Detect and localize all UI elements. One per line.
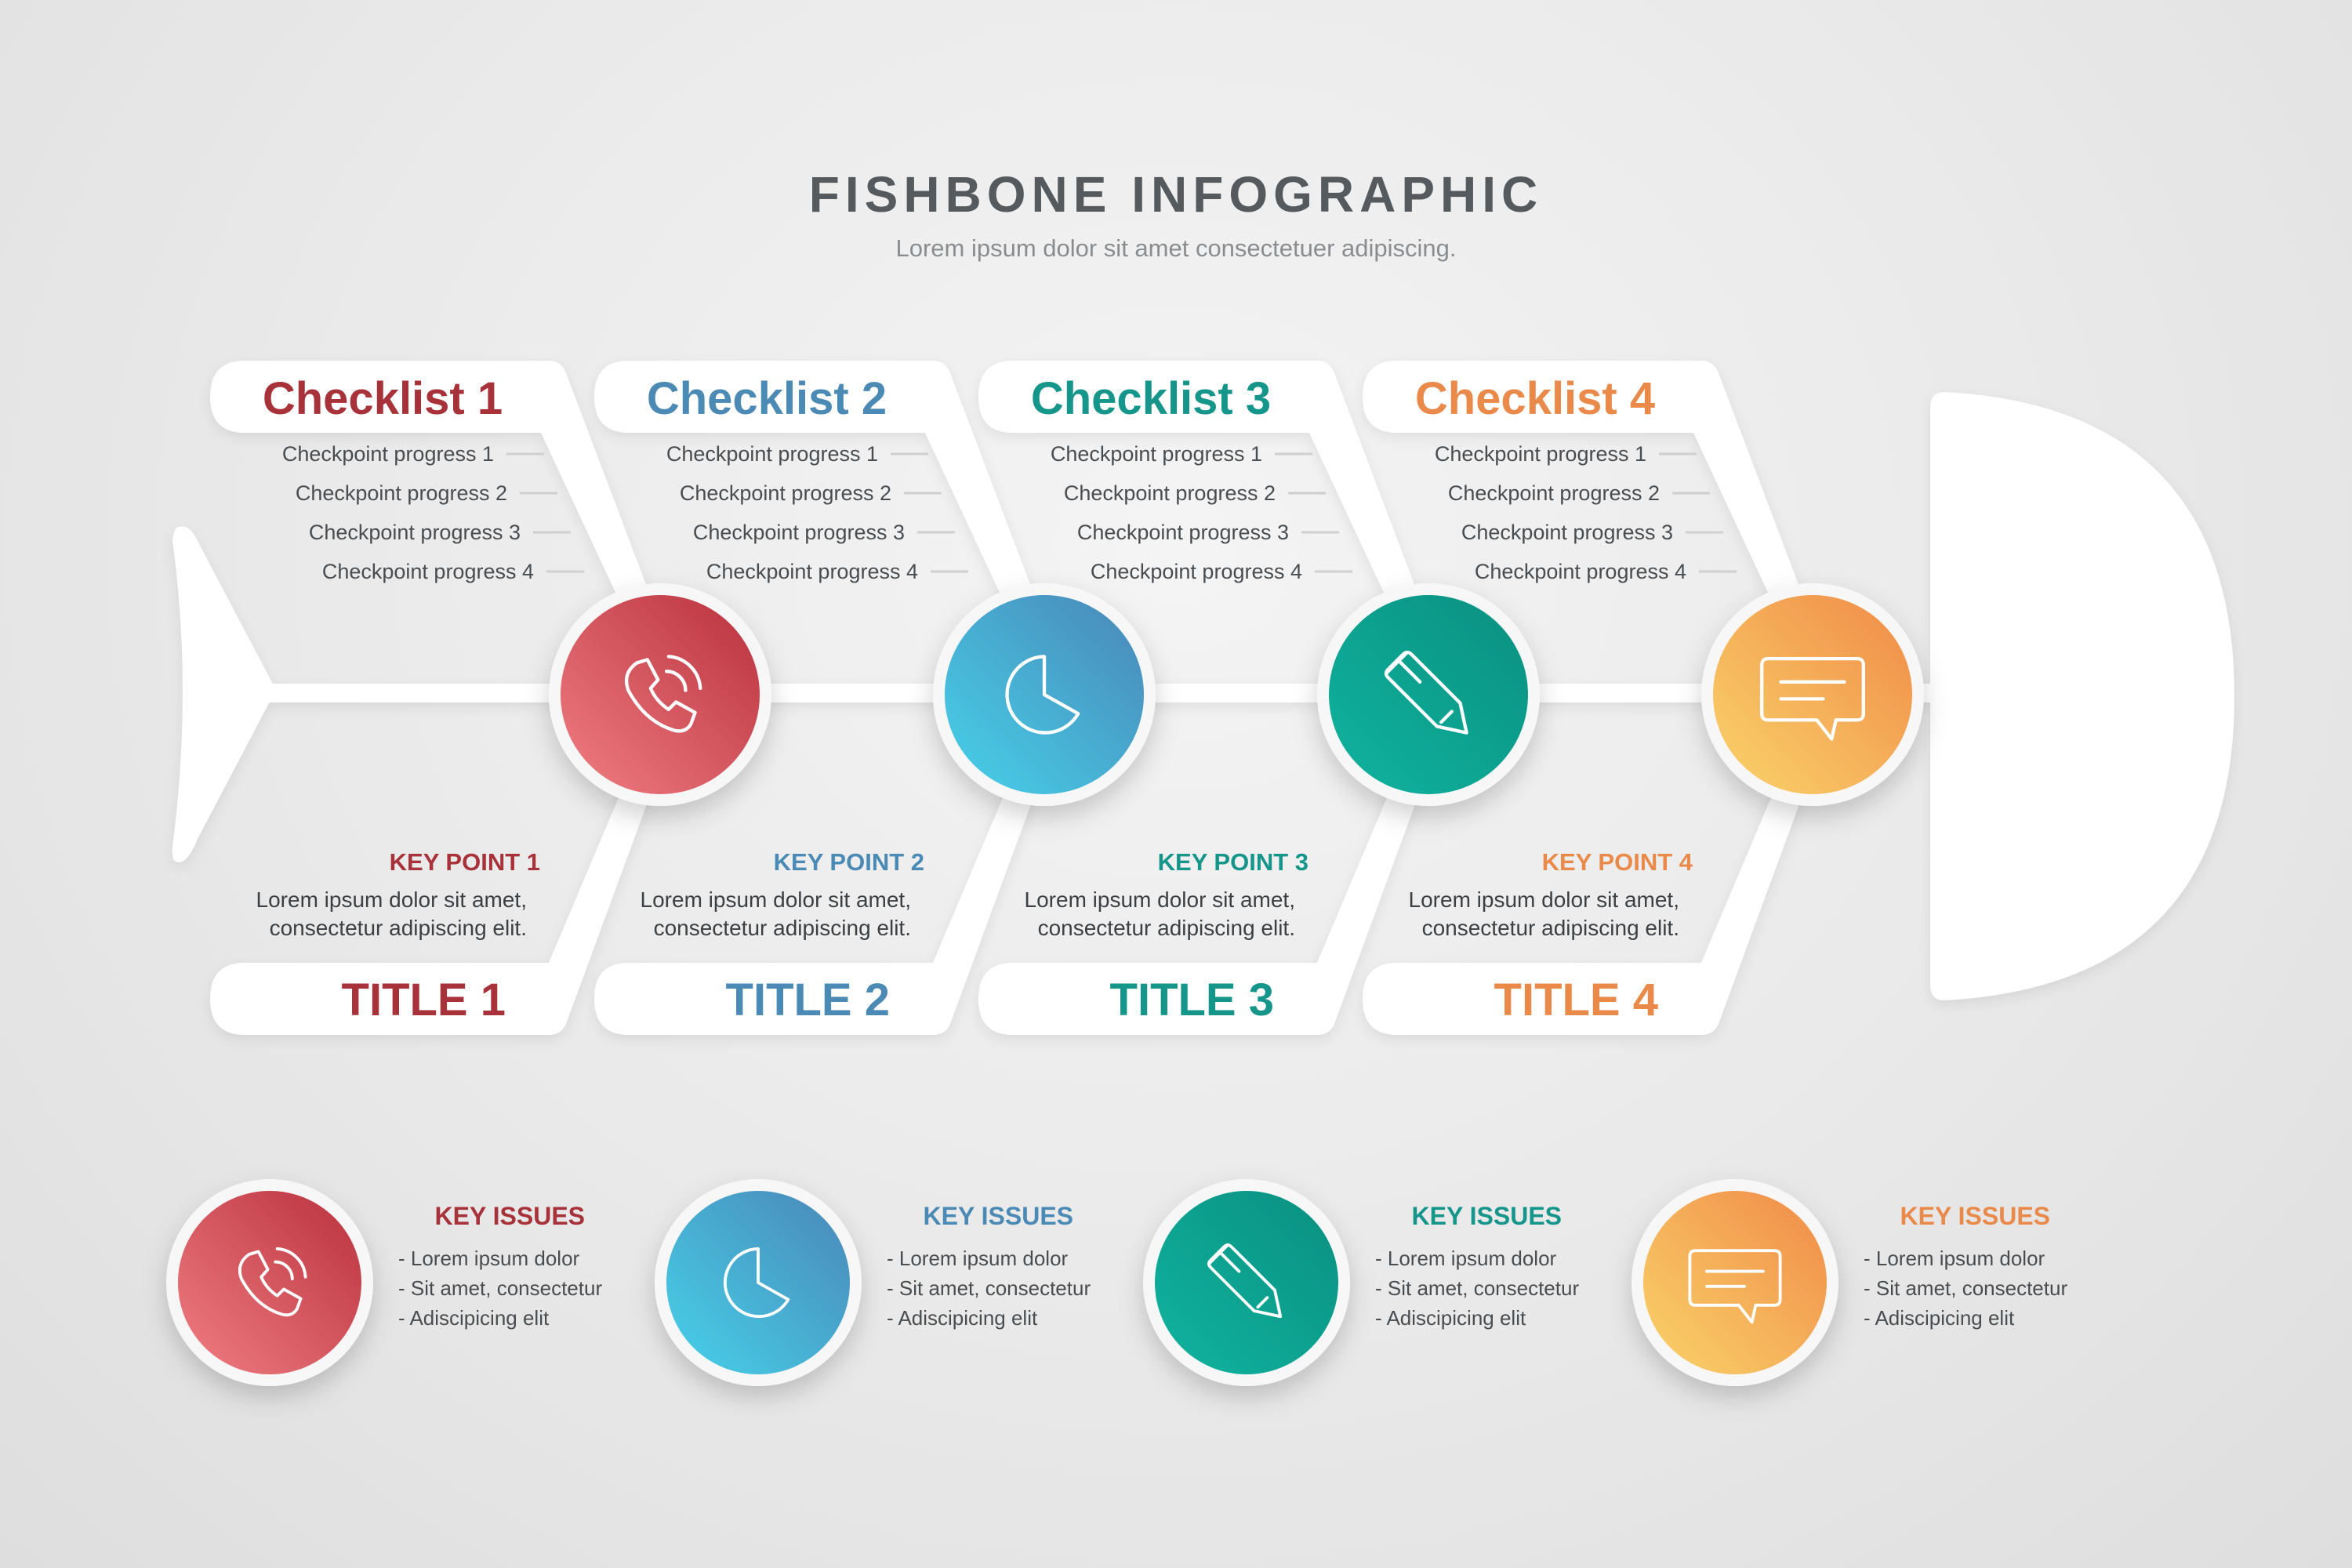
checkpoint-item: Checkpoint progress 3 [1461,521,1673,544]
key-point-text: consectetur adipiscing elit. [1038,916,1295,940]
lower-bone [594,698,1070,1035]
upper-bone [1363,361,1838,690]
key-issue-item: - Lorem ipsum dolor [398,1247,580,1270]
checkpoint-item: Checkpoint progress 1 [666,442,878,466]
icon-disc [1643,1191,1827,1374]
key-issues-title: KEY ISSUES [924,1202,1073,1230]
checkpoint-item: Checkpoint progress 4 [706,560,918,583]
key-issue-item: - Adiscipicing elit [1864,1306,2015,1330]
pie-chart-icon [723,1247,790,1319]
pie-chart-icon [1005,655,1080,735]
key-issues-card-4: KEY ISSUES - Lorem ipsum dolor - Sit amet,… [1632,1179,2067,1386]
checkpoint-item: Checkpoint progress 1 [282,442,494,466]
checkpoint-item: Checkpoint progress 2 [680,481,891,505]
icon-disc [561,595,760,794]
checkpoint-item: Checkpoint progress 1 [1435,442,1646,466]
key-point-text: consectetur adipiscing elit. [1422,916,1679,940]
checkpoint-item: Checkpoint progress 2 [1064,481,1276,505]
phone-icon [624,655,702,733]
key-issues-title: KEY ISSUES [1900,1202,2050,1230]
checkpoint-item: Checkpoint progress 4 [1475,560,1686,583]
section-title: TITLE 3 [1110,975,1274,1025]
key-issue-item: - Lorem ipsum dolor [1375,1247,1557,1270]
checklist-title: Checklist 4 [1415,373,1655,424]
pencil-icon [1207,1243,1283,1319]
upper-bone [210,361,686,690]
upper-bone [594,361,1070,690]
icon-disc [1155,1191,1338,1374]
page-subtitle: Lorem ipsum dolor sit amet consectetuer … [895,234,1456,262]
icon-disc [1329,595,1528,794]
key-point-title: KEY POINT 4 [1542,848,1693,876]
phone-icon [238,1247,307,1317]
fishbone-section-1: Checklist 1 Checkpoint progress 1 Checkpoi… [210,361,771,1035]
lower-bone [978,698,1454,1035]
key-point-text: Lorem ipsum dolor sit amet, [1025,887,1295,912]
chat-icon [1688,1249,1782,1324]
section-title: TITLE 1 [342,975,506,1025]
key-point-text: consectetur adipiscing elit. [270,916,527,940]
fish-tail [172,526,276,862]
section-title: TITLE 2 [726,975,890,1025]
checkpoint-item: Checkpoint progress 3 [1077,521,1289,544]
icon-disc [1713,595,1912,794]
pencil-icon [1384,650,1468,735]
upper-bone [978,361,1454,690]
key-issues-card-1: KEY ISSUES - Lorem ipsum dolor - Sit amet,… [166,1179,602,1386]
key-point-text: Lorem ipsum dolor sit amet, [641,887,911,912]
checkpoint-item: Checkpoint progress 4 [1091,560,1302,583]
fishbone-section-2: Checklist 2 Checkpoint progress 1 Checkpoi… [594,361,1156,1035]
lower-bone [210,698,686,1035]
checkpoint-item: Checkpoint progress 3 [693,521,905,544]
key-point-title: KEY POINT 3 [1158,848,1308,876]
fish-head [1930,392,2234,1000]
checkpoint-item: Checkpoint progress 1 [1051,442,1262,466]
key-issue-item: - Sit amet, consectetur [1375,1276,1579,1300]
key-issue-item: - Lorem ipsum dolor [1864,1247,2045,1270]
key-issue-item: - Sit amet, consectetur [887,1276,1091,1300]
page-title: FISHBONE INFOGRAPHIC [809,166,1543,223]
checkpoint-item: Checkpoint progress 3 [309,521,521,544]
lower-bone [1363,698,1838,1035]
key-issues-card-3: KEY ISSUES - Lorem ipsum dolor - Sit amet,… [1143,1179,1579,1386]
key-point-text: Lorem ipsum dolor sit amet, [1409,887,1679,912]
chat-icon [1760,656,1865,741]
section-title: TITLE 4 [1494,975,1658,1025]
icon-disc [178,1191,361,1374]
key-point-title: KEY POINT 2 [774,848,924,876]
key-issue-item: - Sit amet, consectetur [1864,1276,2067,1300]
fishbone-section-4: Checklist 4 Checkpoint progress 1 Checkpoi… [1363,361,1924,1035]
key-issue-item: - Sit amet, consectetur [398,1276,602,1300]
checkpoint-item: Checkpoint progress 2 [1448,481,1660,505]
fishbone-section-3: Checklist 3 Checkpoint progress 1 Checkpoi… [978,361,1540,1035]
checklist-title: Checklist 3 [1031,373,1271,424]
checklist-title: Checklist 1 [263,373,503,424]
key-issues-title: KEY ISSUES [1412,1202,1562,1230]
key-issues-card-2: KEY ISSUES - Lorem ipsum dolor - Sit amet,… [655,1179,1091,1386]
key-issues-title: KEY ISSUES [435,1202,585,1230]
key-issue-item: - Lorem ipsum dolor [887,1247,1069,1270]
checklist-title: Checklist 2 [647,373,887,424]
key-point-text: Lorem ipsum dolor sit amet, [256,887,527,912]
key-point-text: consectetur adipiscing elit. [654,916,911,940]
checkpoint-item: Checkpoint progress 2 [296,481,507,505]
key-issue-item: - Adiscipicing elit [398,1306,550,1330]
key-issue-item: - Adiscipicing elit [1375,1306,1526,1330]
key-point-title: KEY POINT 1 [390,848,540,876]
checkpoint-item: Checkpoint progress 4 [322,560,534,583]
key-issue-item: - Adiscipicing elit [887,1306,1038,1330]
